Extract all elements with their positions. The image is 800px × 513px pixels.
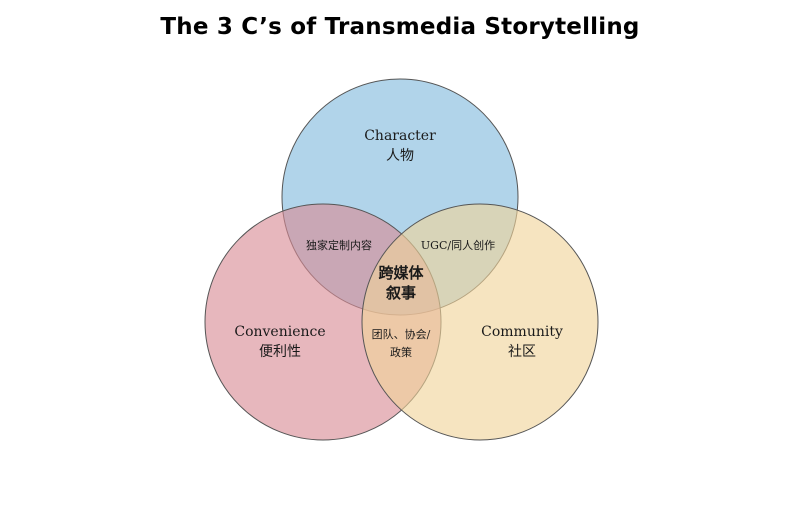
overlap-character-convenience-label: 独家定制内容: [306, 238, 372, 252]
community-circle: [361, 203, 599, 441]
center-label-line1: 跨媒体: [378, 264, 424, 282]
character-label-zh: 人物: [386, 148, 414, 164]
center-label-line2: 叙事: [385, 284, 416, 302]
overlap-character-community-label: UGC/同人创作: [421, 239, 495, 252]
overlap-convenience-community-label-2: 政策: [390, 345, 412, 359]
character-label-en: Character: [364, 128, 436, 144]
community-label-zh: 社区: [508, 344, 536, 360]
overlap-convenience-community-label-1: 团队、协会/: [372, 327, 431, 341]
convenience-label-en: Convenience: [234, 324, 325, 340]
diagram-title: The 3 C’s of Transmedia Storytelling: [160, 14, 640, 40]
convenience-label-zh: 便利性: [259, 344, 301, 360]
community-label-en: Community: [481, 324, 563, 340]
